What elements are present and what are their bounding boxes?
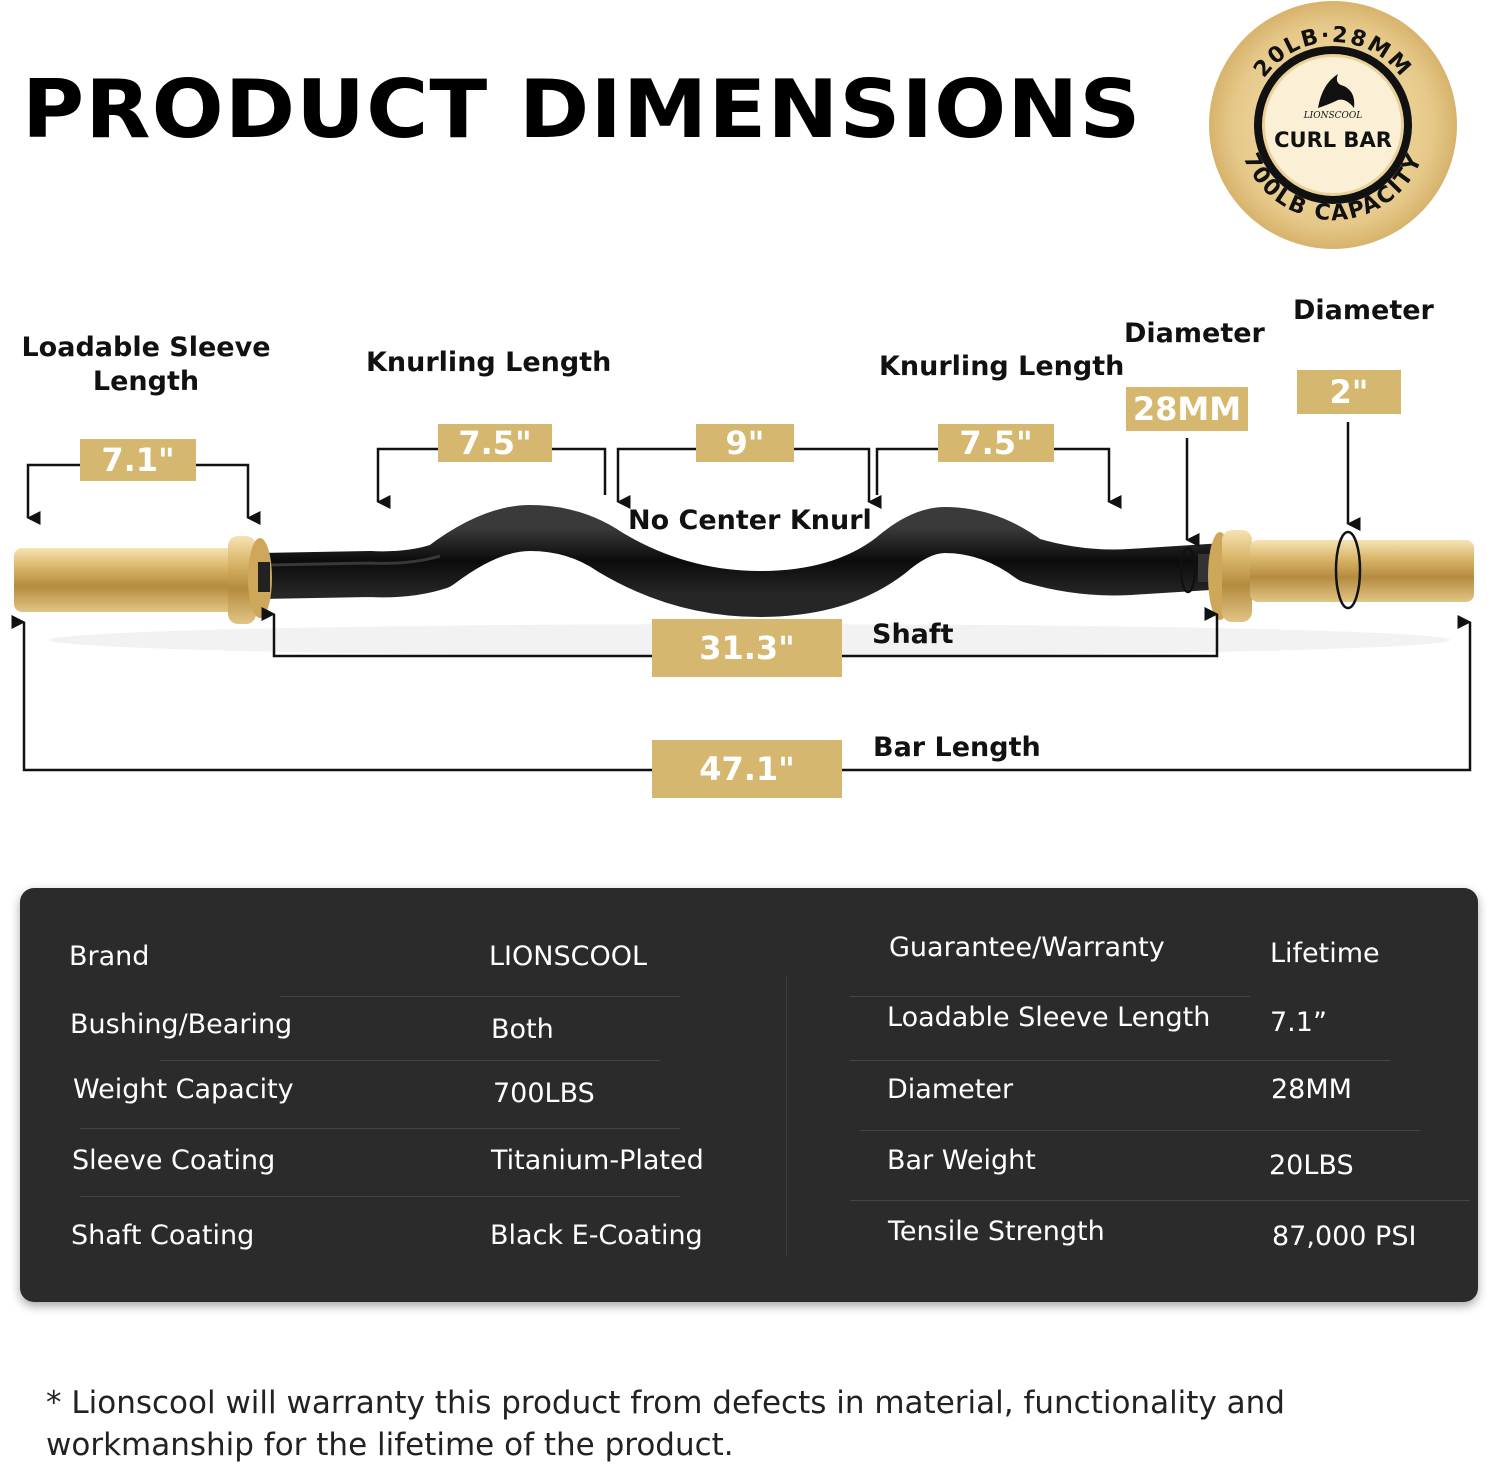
badge-brand-text: LIONSCOOL — [1303, 111, 1363, 121]
bar-length-label: Bar Length — [873, 732, 1041, 763]
spec-value: Titanium-Plated — [491, 1145, 704, 1176]
spec-label: Tensile Strength — [888, 1216, 1105, 1247]
spec-value: LIONSCOOL — [489, 941, 647, 972]
shaft-length-tag: 31.3" — [652, 619, 842, 677]
warranty-footnote: * Lionscool will warranty this product f… — [46, 1385, 1285, 1463]
spec-value: 20LBS — [1269, 1150, 1354, 1181]
spec-label: Brand — [69, 941, 150, 972]
spec-value: 28MM — [1271, 1074, 1352, 1105]
lion-logo-icon — [1318, 74, 1355, 108]
spec-value: 7.1” — [1270, 1007, 1327, 1038]
diameter-28mm-label: Diameter — [1124, 318, 1265, 349]
spec-label: Shaft Coating — [71, 1220, 255, 1251]
shaft-label: Shaft — [872, 619, 954, 650]
spec-label: Guarantee/Warranty — [889, 932, 1165, 963]
spec-label: Weight Capacity — [73, 1074, 294, 1105]
center-length-tag: 9" — [696, 424, 794, 462]
knurling-length-left-label: Knurling Length — [366, 347, 612, 378]
knurl-right-tag: 7.5" — [938, 424, 1054, 462]
bar-length-tag: 47.1" — [652, 740, 842, 798]
badge-center-text: CURL BAR — [1274, 128, 1392, 152]
left-sleeve — [14, 536, 272, 624]
spec-value: 700LBS — [493, 1078, 595, 1109]
bar-shaft — [259, 505, 1227, 617]
diameter-2in-tag: 2" — [1297, 370, 1401, 414]
column-divider — [786, 976, 787, 1256]
loadable-sleeve-label: Loadable Sleeve Length — [21, 332, 271, 397]
spec-label: Sleeve Coating — [72, 1145, 276, 1176]
spec-value: Lifetime — [1270, 938, 1380, 969]
spec-value: Black E-Coating — [490, 1220, 703, 1251]
diameter-28mm-tag: 28MM — [1126, 387, 1248, 431]
spec-label: Bar Weight — [887, 1145, 1036, 1176]
diameter-2in-label: Diameter — [1293, 295, 1434, 326]
knurling-length-right-label: Knurling Length — [879, 351, 1125, 382]
sleeve-length-tag: 7.1" — [80, 439, 196, 481]
knurl-left-tag: 7.5" — [438, 424, 552, 462]
page-title: PRODUCT DIMENSIONS — [22, 63, 1142, 156]
no-center-knurl-label: No Center Knurl — [628, 505, 872, 536]
spec-label: Bushing/Bearing — [70, 1009, 293, 1040]
right-sleeve — [1198, 530, 1474, 622]
spec-label: Loadable Sleeve Length — [887, 1002, 1211, 1033]
curl-bar-badge: 20LB·28MM 700LB CAPACITY LIONSCOOL CURL … — [1209, 1, 1457, 249]
spec-label: Diameter — [887, 1074, 1014, 1105]
specs-table: Brand LIONSCOOL Bushing/Bearing Both Wei… — [20, 888, 1478, 1302]
spec-value: 87,000 PSI — [1272, 1221, 1417, 1252]
spec-value: Both — [491, 1014, 554, 1045]
